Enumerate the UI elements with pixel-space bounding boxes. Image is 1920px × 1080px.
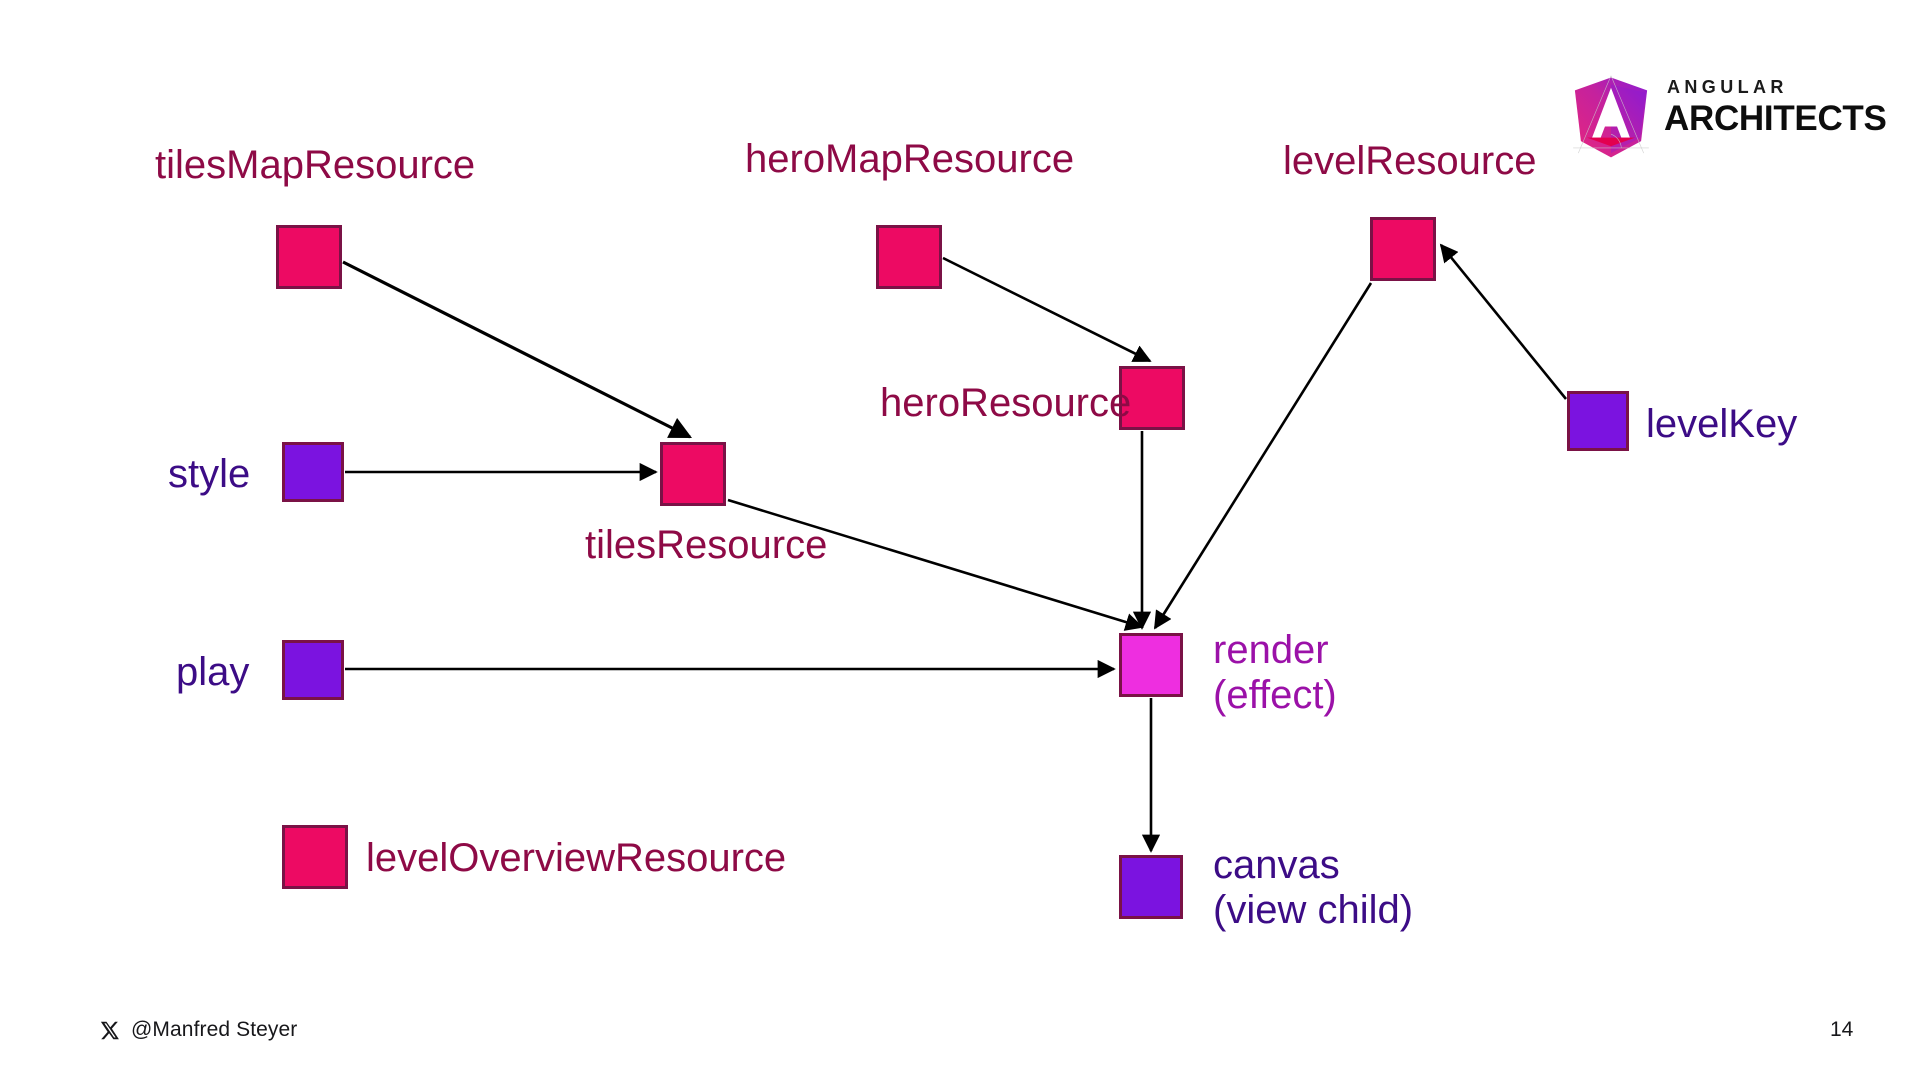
label-play: play bbox=[176, 650, 250, 694]
logo-wordmark-top: ANGULAR bbox=[1667, 77, 1788, 97]
label-heroMapResource: heroMapResource bbox=[745, 137, 1075, 181]
page-number: 14 bbox=[1830, 1018, 1854, 1041]
node-play[interactable] bbox=[282, 640, 344, 700]
node-render[interactable] bbox=[1119, 633, 1183, 697]
x-twitter-icon bbox=[100, 1021, 119, 1039]
node-levelResource[interactable] bbox=[1370, 217, 1436, 281]
node-levelKey[interactable] bbox=[1567, 391, 1629, 451]
edge-heroMapResource-to-heroResource bbox=[942, 256, 1152, 363]
node-heroMapResource[interactable] bbox=[876, 225, 942, 289]
label-tilesResource: tilesResource bbox=[585, 523, 828, 567]
node-tilesResource[interactable] bbox=[660, 442, 726, 506]
angular-shield-icon bbox=[1573, 75, 1649, 158]
node-heroResource[interactable] bbox=[1119, 366, 1185, 430]
node-tilesMapResource[interactable] bbox=[276, 225, 342, 289]
label-levelOverviewResource: levelOverviewResource bbox=[366, 836, 787, 880]
angular-architects-logo: ANGULAR ARCHITECTS bbox=[1568, 72, 1887, 162]
edge-tilesMapResource-to-tilesResource bbox=[342, 260, 693, 439]
footer-handle-text: @Manfred Steyer bbox=[131, 1018, 298, 1041]
logo-wordmark: ANGULAR ARCHITECTS bbox=[1664, 77, 1887, 138]
node-levelOverviewResource[interactable] bbox=[282, 825, 348, 889]
label-tilesMapResource: tilesMapResource bbox=[155, 143, 476, 187]
label-render: render (effect) bbox=[1213, 628, 1337, 717]
label-style: style bbox=[168, 452, 251, 496]
label-levelResource: levelResource bbox=[1283, 139, 1537, 183]
label-levelKey: levelKey bbox=[1646, 402, 1798, 446]
footer-social-handle[interactable]: @Manfred Steyer bbox=[100, 1018, 297, 1042]
label-heroResource: heroResource bbox=[880, 381, 1132, 425]
edge-levelKey-to-levelResource bbox=[1439, 243, 1568, 400]
logo-wordmark-bottom: ARCHITECTS bbox=[1664, 99, 1887, 138]
node-style[interactable] bbox=[282, 442, 344, 502]
edge-levelResource-to-render bbox=[1153, 282, 1373, 630]
node-canvas[interactable] bbox=[1119, 855, 1183, 919]
label-canvas: canvas (view child) bbox=[1213, 843, 1414, 932]
